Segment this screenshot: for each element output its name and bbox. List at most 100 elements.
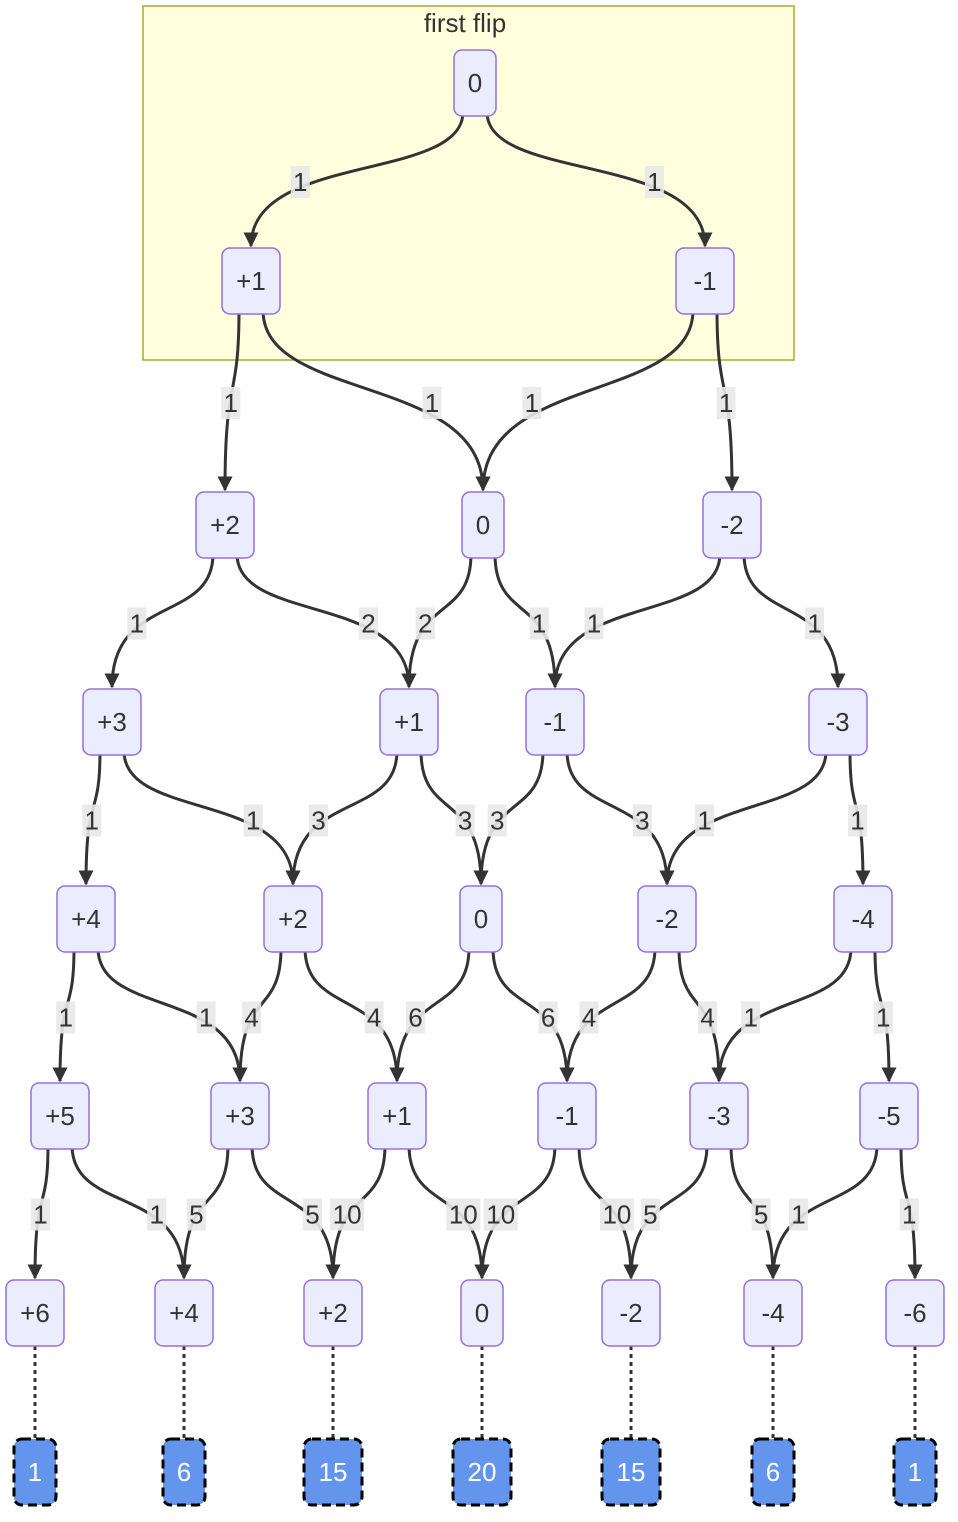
edge-label-bg (31, 1198, 50, 1231)
node-box (453, 49, 497, 117)
edge-label: 5 (305, 1200, 319, 1230)
edge-label-bg (290, 166, 310, 198)
position-node: +5 (30, 1082, 90, 1150)
position-node: -4 (833, 885, 893, 953)
edge (623, 1144, 709, 1280)
edge (473, 750, 545, 886)
node-label: -2 (655, 904, 678, 934)
node-box (221, 247, 281, 315)
position-node: +4 (56, 885, 116, 953)
edge-label-bg (529, 607, 549, 640)
edge-label-bg (848, 804, 867, 837)
count-box (12, 1437, 58, 1507)
count-box (750, 1437, 796, 1507)
position-node: +4 (154, 1279, 214, 1347)
edge-label-bg (364, 1001, 384, 1034)
node-box (743, 1279, 803, 1347)
node-label: 0 (474, 904, 488, 934)
edge-label-bg (522, 387, 542, 419)
edge-label: 6 (541, 1003, 555, 1033)
edge (235, 553, 417, 689)
node-box (675, 247, 735, 315)
edge (559, 947, 657, 1083)
edge (243, 111, 465, 248)
node-label: 0 (468, 68, 482, 98)
position-node: +2 (303, 1279, 363, 1347)
edge-label-bg (446, 1198, 481, 1231)
position-node: +1 (379, 688, 439, 756)
edge-label-bg (415, 607, 435, 640)
edge-label-bg (487, 804, 507, 837)
edge-label-bg (640, 1198, 660, 1231)
node-box (833, 885, 893, 953)
edge (96, 947, 248, 1083)
edge-label-bg (455, 804, 475, 837)
node-label: +2 (278, 904, 308, 934)
node-label: -4 (761, 1298, 784, 1328)
edge (765, 1144, 879, 1280)
edge-label: 4 (367, 1003, 381, 1033)
edge-label: 1 (223, 388, 237, 418)
edge-label-bg (127, 607, 147, 640)
edge-label-bg (405, 1001, 425, 1034)
edge-label: 1 (697, 806, 711, 836)
edge (401, 553, 473, 689)
node-box (459, 885, 503, 953)
edge (491, 947, 575, 1083)
edge (659, 750, 828, 886)
node-box (601, 1279, 661, 1347)
node-label: -6 (903, 1298, 926, 1328)
position-node: -1 (675, 247, 735, 315)
count-node: 1 (12, 1437, 58, 1507)
node-box (461, 491, 505, 559)
count-node: 1 (892, 1437, 938, 1507)
count-label: 1 (908, 1457, 922, 1487)
edge-label-bg (899, 1198, 919, 1231)
count-node: 20 (451, 1437, 513, 1507)
edge-label: 1 (791, 1200, 805, 1230)
edge-label-bg (632, 804, 652, 837)
node-box (82, 688, 142, 756)
node-label: -3 (826, 707, 849, 737)
cluster-title: first flip (424, 8, 506, 38)
node-label: +5 (45, 1101, 75, 1131)
edge-label-bg (579, 1001, 599, 1034)
edge-label: 4 (244, 1003, 258, 1033)
edge-label-bg (741, 1001, 761, 1034)
edge-label-bg (147, 1198, 167, 1231)
node-box (637, 885, 697, 953)
edge-label-bg (242, 1001, 262, 1034)
node-label: +2 (210, 510, 240, 540)
edge-label: 1 (902, 1200, 916, 1230)
node-box (379, 688, 439, 756)
edge-label: 1 (84, 806, 98, 836)
edge-label-bg (538, 1001, 558, 1034)
edge-label: 3 (490, 806, 504, 836)
node-label: -1 (555, 1101, 578, 1131)
edge-label: 1 (58, 1003, 72, 1033)
count-node: 6 (161, 1437, 207, 1507)
count-box (302, 1437, 364, 1507)
edge-label: 5 (754, 1200, 768, 1230)
node-box (210, 1082, 270, 1150)
edge-label: 10 (602, 1200, 631, 1230)
edge (261, 309, 491, 492)
node-label: -4 (851, 904, 874, 934)
edge-label-bg (422, 387, 442, 419)
edge-label: 1 (743, 1003, 757, 1033)
node-box (195, 491, 255, 559)
edge (389, 947, 471, 1083)
edge-label: 3 (635, 806, 649, 836)
position-node: -2 (702, 491, 762, 559)
node-box (525, 688, 585, 756)
node-label: -2 (619, 1298, 642, 1328)
edge-label-bg (716, 387, 736, 419)
edge-label-bg (196, 1001, 216, 1034)
edge-label: 3 (311, 806, 325, 836)
node-label: +4 (71, 904, 101, 934)
position-node: +3 (82, 688, 142, 756)
edge-label: 1 (807, 609, 821, 639)
edge (122, 750, 301, 886)
edge-label: 1 (525, 388, 539, 418)
